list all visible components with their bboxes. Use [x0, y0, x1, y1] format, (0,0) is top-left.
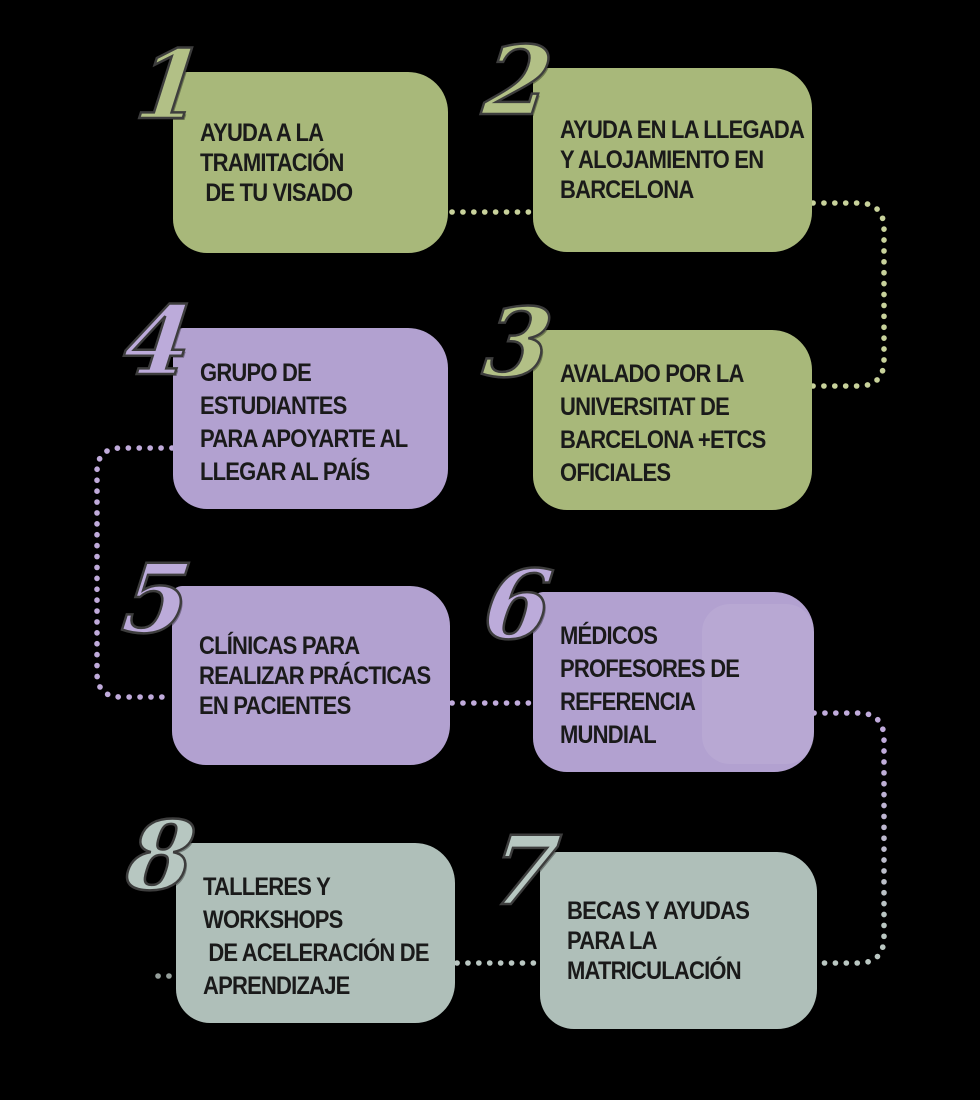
step-text-line: AVALADO POR LA: [560, 360, 744, 388]
step-5: 5 CLÍNICAS PARA REALIZAR PRÁCTICAS EN PA…: [116, 543, 450, 765]
step-2-number: 2: [477, 25, 559, 139]
step-text-line: OFICIALES: [560, 459, 671, 487]
step-text-line: APRENDIZAJE: [203, 972, 350, 1000]
step-text-line: DE TU VISADO: [200, 178, 353, 207]
step-text-line: LLEGAR AL PAÍS: [200, 457, 370, 486]
step-text-line: UNIVERSITAT DE: [560, 393, 730, 421]
step-6: 6 MÉDICOS PROFESORES DE REFERENCIA MUNDI…: [477, 549, 814, 772]
step-8-number: 8: [120, 800, 202, 914]
step-text-line: PARA LA: [567, 926, 658, 955]
step-4: 4 GRUPO DE ESTUDIANTES PARA APOYARTE AL …: [117, 285, 448, 509]
step-7-number: 7: [484, 815, 566, 929]
step-text-line: PROFESORES DE: [560, 655, 740, 683]
connector-2-3: [810, 200, 887, 389]
step-text-line: WORKSHOPS: [203, 906, 343, 934]
step-text-line: ESTUDIANTES: [200, 391, 347, 420]
step-text-line: DE ACELERACIÓN DE: [203, 939, 429, 967]
step-1-card: AYUDA A LA TRAMITACIÓN DE TU VISADO: [173, 72, 448, 253]
step-3-number: 3: [477, 287, 559, 401]
step-2: 2 AYUDA EN LA LLEGADA Y ALOJAMIENTO EN B…: [477, 25, 812, 252]
step-7-card: BECAS Y AYUDAS PARA LA MATRICULACIÓN: [540, 852, 817, 1029]
step-2-card: AYUDA EN LA LLEGADA Y ALOJAMIENTO EN BAR…: [533, 68, 812, 252]
step-text-line: CLÍNICAS PARA: [199, 631, 360, 660]
step-text-line: GRUPO DE: [200, 358, 312, 387]
step-5-card: CLÍNICAS PARA REALIZAR PRÁCTICAS EN PACI…: [172, 586, 450, 765]
step-5-number: 5: [116, 543, 198, 657]
step-1-number: 1: [129, 29, 211, 143]
step-3-card: AVALADO POR LA UNIVERSITAT DE BARCELONA …: [533, 330, 812, 510]
step-text-line: TRAMITACIÓN: [200, 148, 344, 177]
step-7: 7 BECAS Y AYUDAS PARA LA MATRICULACIÓN: [484, 815, 817, 1029]
connector-6-7: [811, 710, 887, 966]
step-text-line: MATRICULACIÓN: [567, 956, 742, 985]
step-text-line: BARCELONA +ETCS: [560, 426, 766, 454]
step-text-line: AYUDA EN LA LLEGADA: [560, 116, 805, 144]
step-6-card: MÉDICOS PROFESORES DE REFERENCIA MUNDIAL: [533, 592, 814, 772]
step-4-card: GRUPO DE ESTUDIANTES PARA APOYARTE AL LL…: [173, 328, 448, 509]
step-text-line: PARA APOYARTE AL: [200, 424, 408, 453]
step-4-number: 4: [117, 285, 199, 399]
step-6-number: 6: [477, 549, 559, 663]
step-text-line: REALIZAR PRÁCTICAS: [199, 661, 431, 690]
step-text-line: BARCELONA: [560, 176, 694, 204]
step-text-line: MÉDICOS: [560, 622, 658, 650]
step-text-line: AYUDA A LA: [200, 118, 324, 147]
step-text-line: REFERENCIA: [560, 688, 696, 716]
step-text-line: Y ALOJAMIENTO EN: [560, 146, 764, 174]
step-text-line: MUNDIAL: [560, 721, 657, 749]
step-text-line: BECAS Y AYUDAS: [567, 896, 750, 925]
step-8: 8 TALLERES Y WORKSHOPS DE ACELERACIÓN DE…: [120, 800, 455, 1023]
step-text-line: EN PACIENTES: [199, 691, 351, 720]
step-3: 3 AVALADO POR LA UNIVERSITAT DE BARCELON…: [477, 287, 812, 510]
step-8-card: TALLERES Y WORKSHOPS DE ACELERACIÓN DE A…: [176, 843, 455, 1023]
step-1: 1 AYUDA A LA TRAMITACIÓN DE TU VISADO: [129, 29, 448, 253]
step-text-line: TALLERES Y: [203, 873, 331, 901]
